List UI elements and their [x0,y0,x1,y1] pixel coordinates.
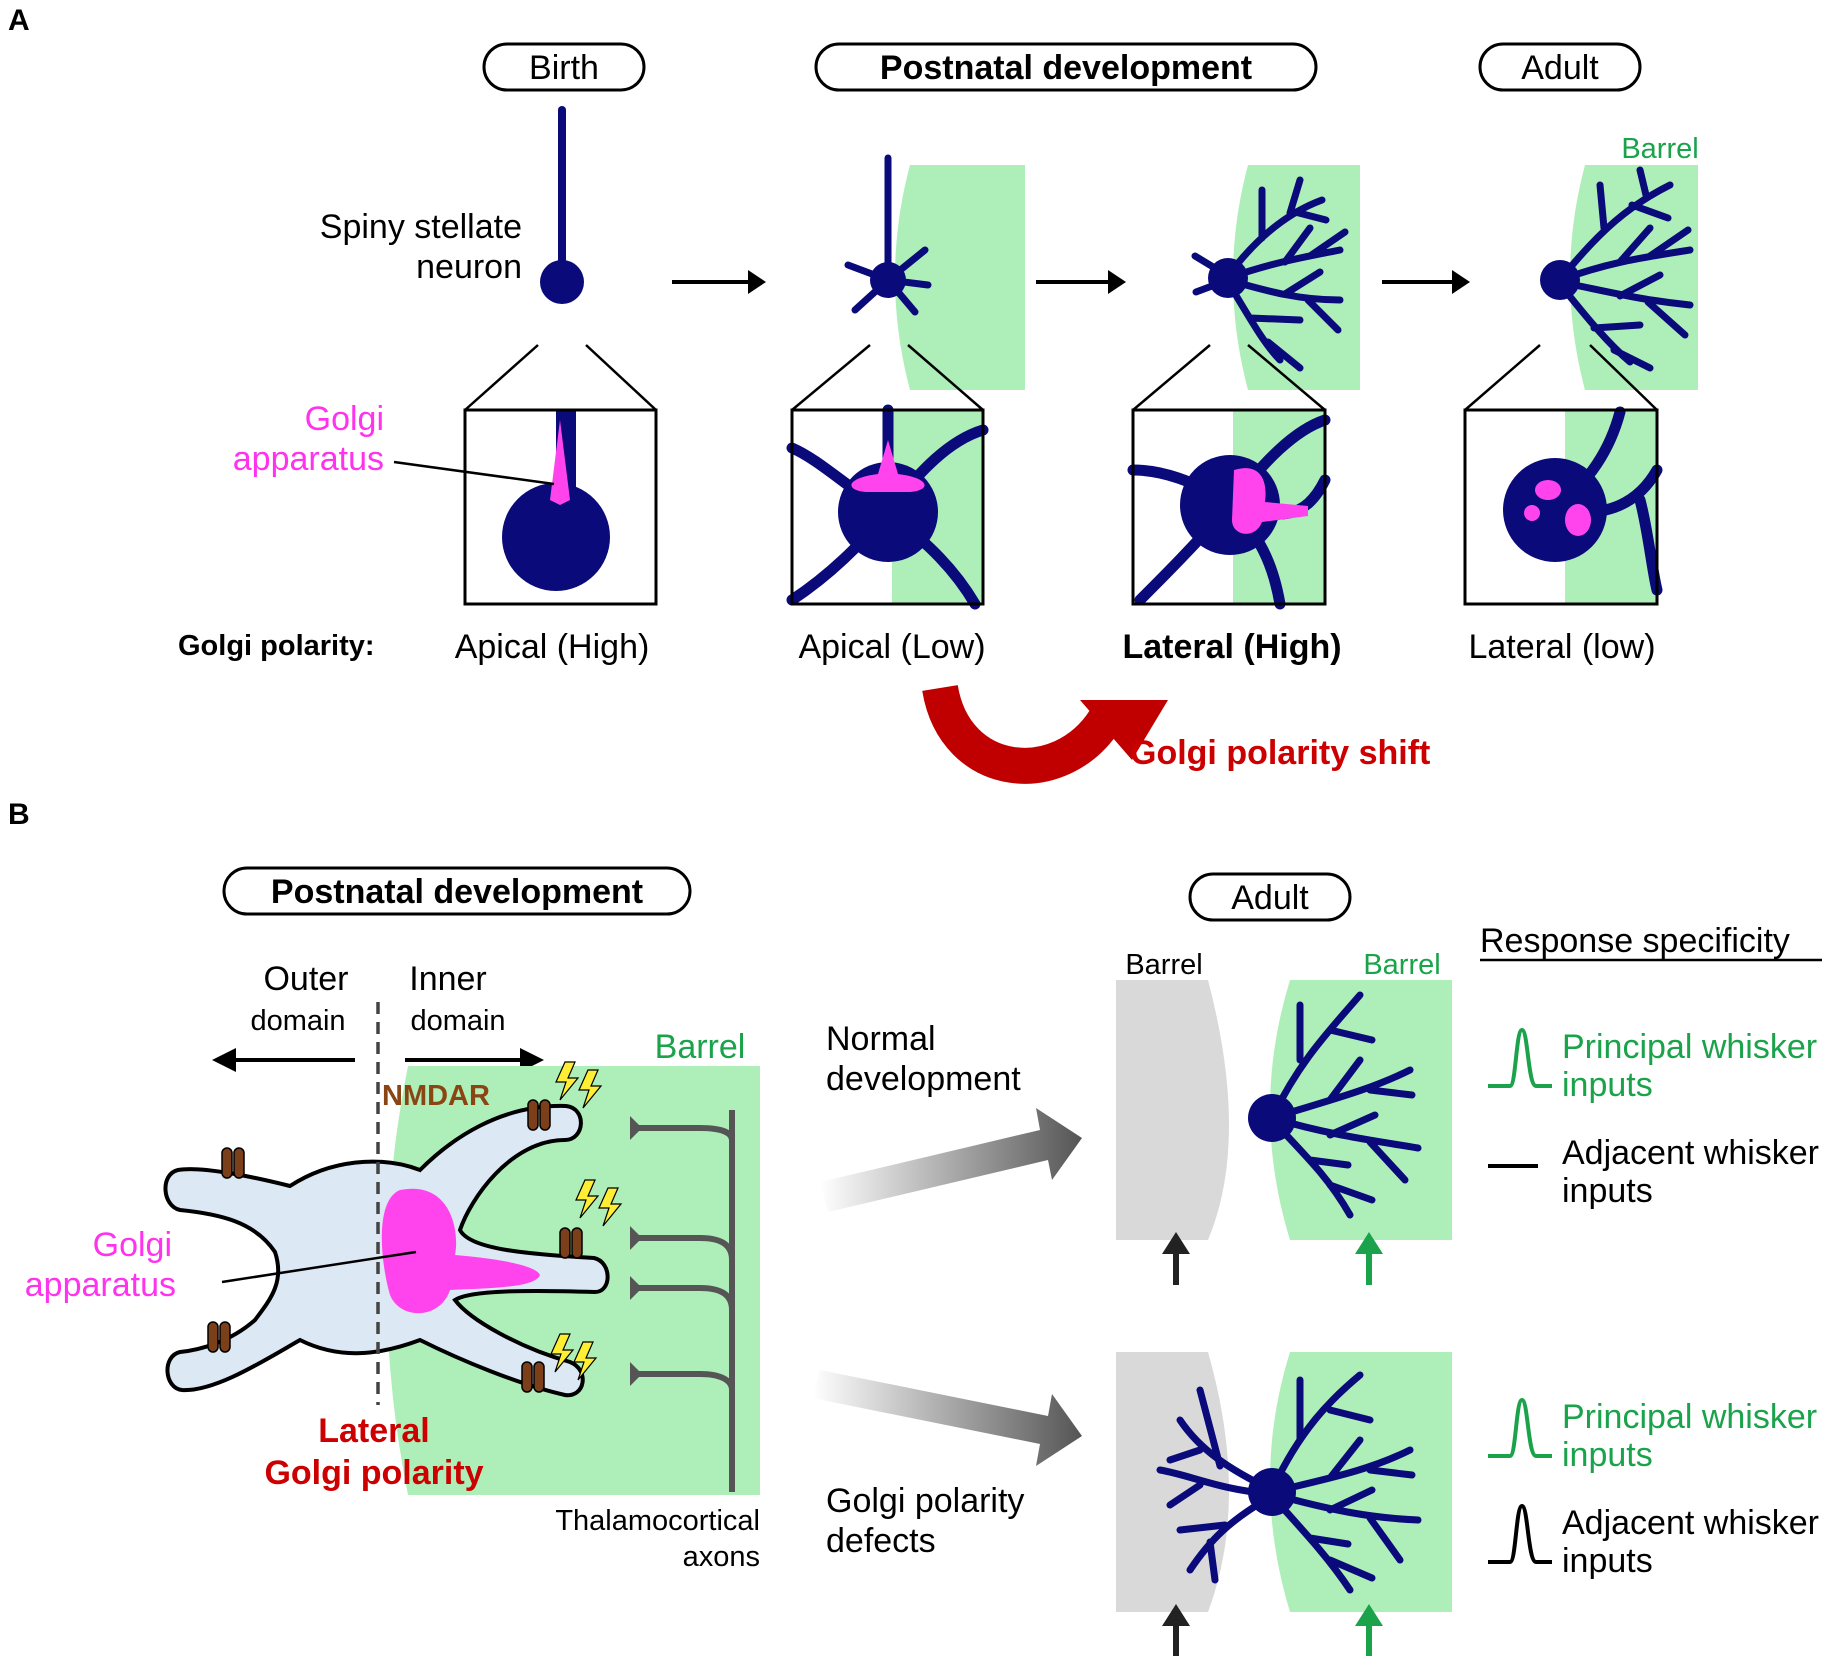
stage-adult-pill: Adult [1478,42,1642,92]
input-arrow-top-right [1355,1232,1383,1285]
lateral-polarity-label-2: Golgi polarity [264,1454,483,1492]
golgi-pointer-a [393,460,555,486]
input-arrow-bottom-left [1162,1604,1190,1656]
adjacent-trace-bottom [1488,1503,1552,1564]
normal-development-arrow [820,1108,1082,1212]
inner-domain-label: Inner [409,960,487,998]
inner-domain-label-2: domain [410,1005,505,1037]
principal-trace-bottom [1488,1397,1552,1458]
principal-trace-top [1488,1027,1552,1088]
thalamocortical-label: Thalamocortical [555,1505,760,1537]
principal-label-top-2: inputs [1562,1066,1653,1104]
principal-label-bottom-2: inputs [1562,1436,1653,1474]
defect-arrow [812,1370,1082,1466]
stage-arrow-3 [1382,270,1470,294]
zoom-box-birth [463,344,658,606]
axon-terminals [630,1116,642,1386]
adult-neuron-normal [1248,991,1422,1219]
polarity-shift-label: Golgi polarity shift [1130,734,1430,772]
thalamocortical-label-2: axons [683,1541,760,1573]
barrel-gray-top [1116,980,1229,1240]
zoom-box-postnatal-1 [786,344,989,610]
lightning-icons [550,1061,623,1381]
adult-neuron [1540,166,1694,372]
svg-text:Adult: Adult [1231,879,1309,917]
barrel-gray-bottom [1116,1352,1229,1612]
golgi-label-b: Golgi [93,1226,172,1264]
outer-domain-arrow [212,1048,355,1072]
polarity-birth: Apical (High) [455,628,650,666]
adjacent-label-bottom-2: inputs [1562,1542,1653,1580]
golgi-pointer-b [221,1250,417,1284]
birth-neuron [540,106,584,304]
normal-development-label: Normal [826,1020,936,1058]
panel-b-label: B [8,798,30,831]
golgi-label-a-2: apparatus [233,440,384,478]
nmdar-label: NMDAR [382,1080,490,1112]
polarity-adult: Lateral (low) [1468,628,1655,666]
outer-domain-label: Outer [263,960,348,998]
response-title: Response specificity [1480,922,1790,960]
golgi-cell-b [381,1188,540,1314]
defect-label: Golgi polarity [826,1482,1024,1520]
barrel-label-a: Barrel [1621,133,1698,165]
nmdar-receptors [207,1099,583,1393]
svg-text:Birth: Birth [529,49,599,87]
barrel-right-label: Barrel [1363,949,1440,981]
polarity-shift-arrow [922,684,1168,784]
lateral-polarity-label: Lateral [318,1412,430,1450]
principal-label-bottom: Principal whisker [1562,1398,1817,1436]
panel-a-label: A [8,4,30,37]
stage-birth-pill: Birth [482,42,646,92]
normal-development-label-2: development [826,1060,1021,1098]
thalamocortical-axons [632,1110,735,1492]
stage-postnatal-pill: Postnatal development [814,42,1318,92]
svg-text:Postnatal development: Postnatal development [880,49,1252,87]
postnatal-title-pill: Postnatal development [222,866,692,916]
input-arrow-bottom-right [1355,1604,1383,1656]
polarity-title: Golgi polarity: [178,630,375,662]
neuron-label-2: neuron [416,248,522,286]
svg-text:Adult: Adult [1521,49,1599,87]
neuron-label: Spiny stellate [320,208,522,246]
golgi-label-a: Golgi [305,400,384,438]
postnatal-neuron-1 [844,154,932,316]
defect-label-2: defects [826,1522,936,1560]
adult-neuron-defect [1156,1371,1422,1594]
outer-domain-label-2: domain [250,1005,345,1037]
postnatal-neuron-2 [1191,176,1349,372]
adult-title-pill: Adult [1188,872,1352,922]
barrel-left-label: Barrel [1125,949,1202,981]
svg-text:Postnatal development: Postnatal development [271,873,643,911]
input-arrow-top-left [1162,1232,1190,1285]
stage-arrow-2 [1036,270,1126,294]
zoom-box-postnatal-2 [1127,344,1331,610]
polarity-postnatal-1: Apical (Low) [798,628,985,666]
polarity-postnatal-2: Lateral (High) [1122,628,1341,666]
stage-arrow-1 [672,270,766,294]
barrel-postnatal-1 [895,165,1025,390]
golgi-label-b-2: apparatus [25,1266,176,1304]
principal-label-top: Principal whisker [1562,1028,1817,1066]
adjacent-label-top: Adjacent whisker [1562,1134,1819,1172]
barrel-label-b: Barrel [655,1028,746,1066]
zoom-box-adult [1463,344,1663,606]
adjacent-label-top-2: inputs [1562,1172,1653,1210]
adjacent-label-bottom: Adjacent whisker [1562,1504,1819,1542]
